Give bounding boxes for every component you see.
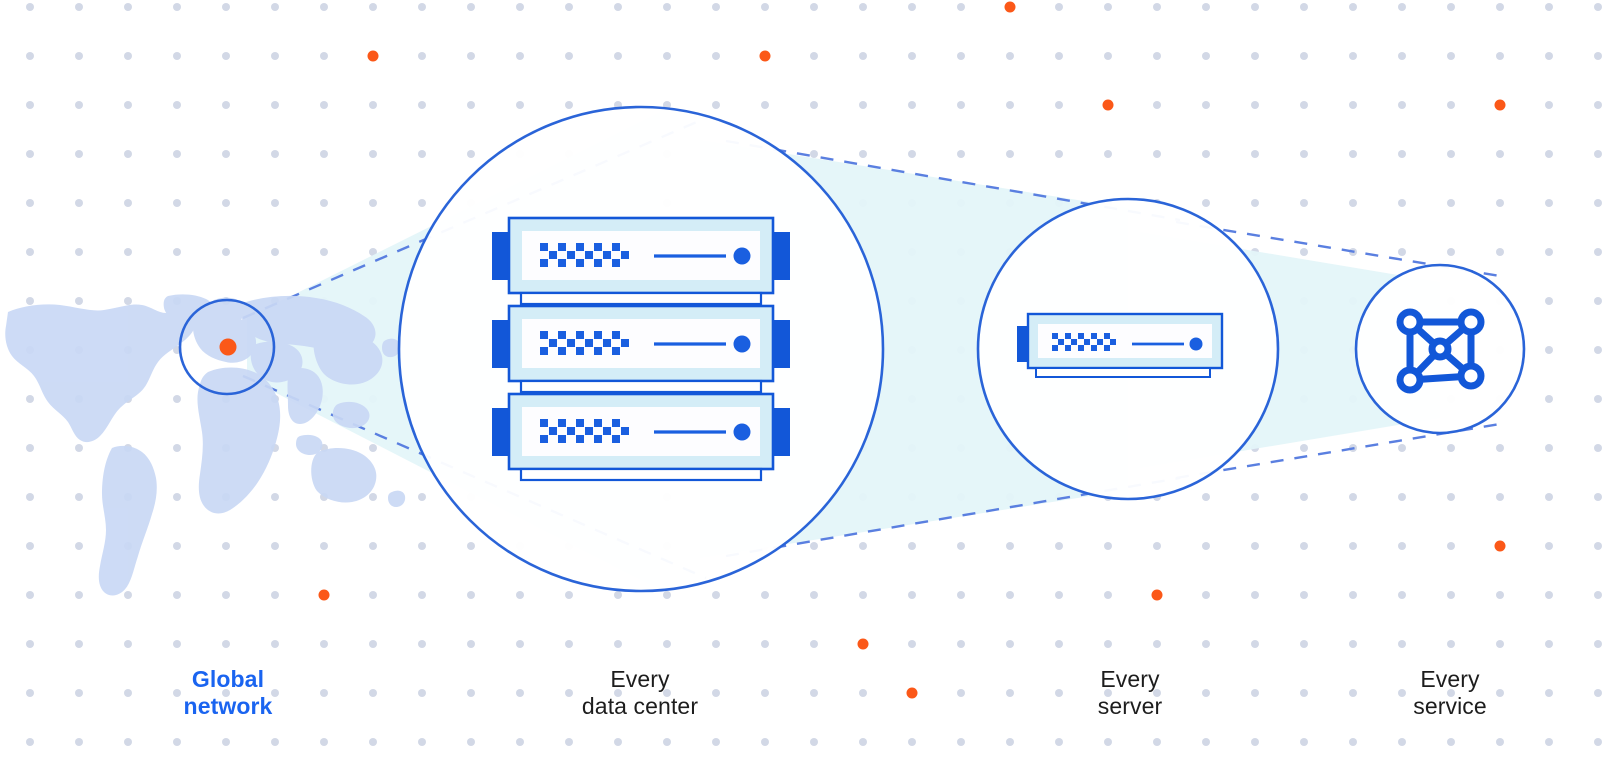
world-map-icon: [5, 294, 406, 596]
rack-unit-2: [492, 304, 790, 394]
port-grid-2: [540, 331, 629, 355]
rack-unit-1: [492, 216, 790, 306]
label-server: Every server: [1097, 666, 1163, 719]
label-data-center: Every data center: [581, 666, 699, 719]
server-rack-icon: [492, 216, 790, 482]
map-location-marker: [219, 338, 237, 356]
single-server-icon: [1017, 312, 1224, 378]
label-service: Every service: [1413, 666, 1487, 719]
rack-unit-3: [492, 392, 790, 482]
global-network-circle: [178, 298, 276, 396]
port-grid-3: [540, 419, 629, 443]
network-graph-icon: [1396, 308, 1485, 394]
label-global-network: Global network: [183, 666, 273, 719]
port-grid-server: [1052, 333, 1116, 351]
port-grid-1: [540, 243, 629, 267]
